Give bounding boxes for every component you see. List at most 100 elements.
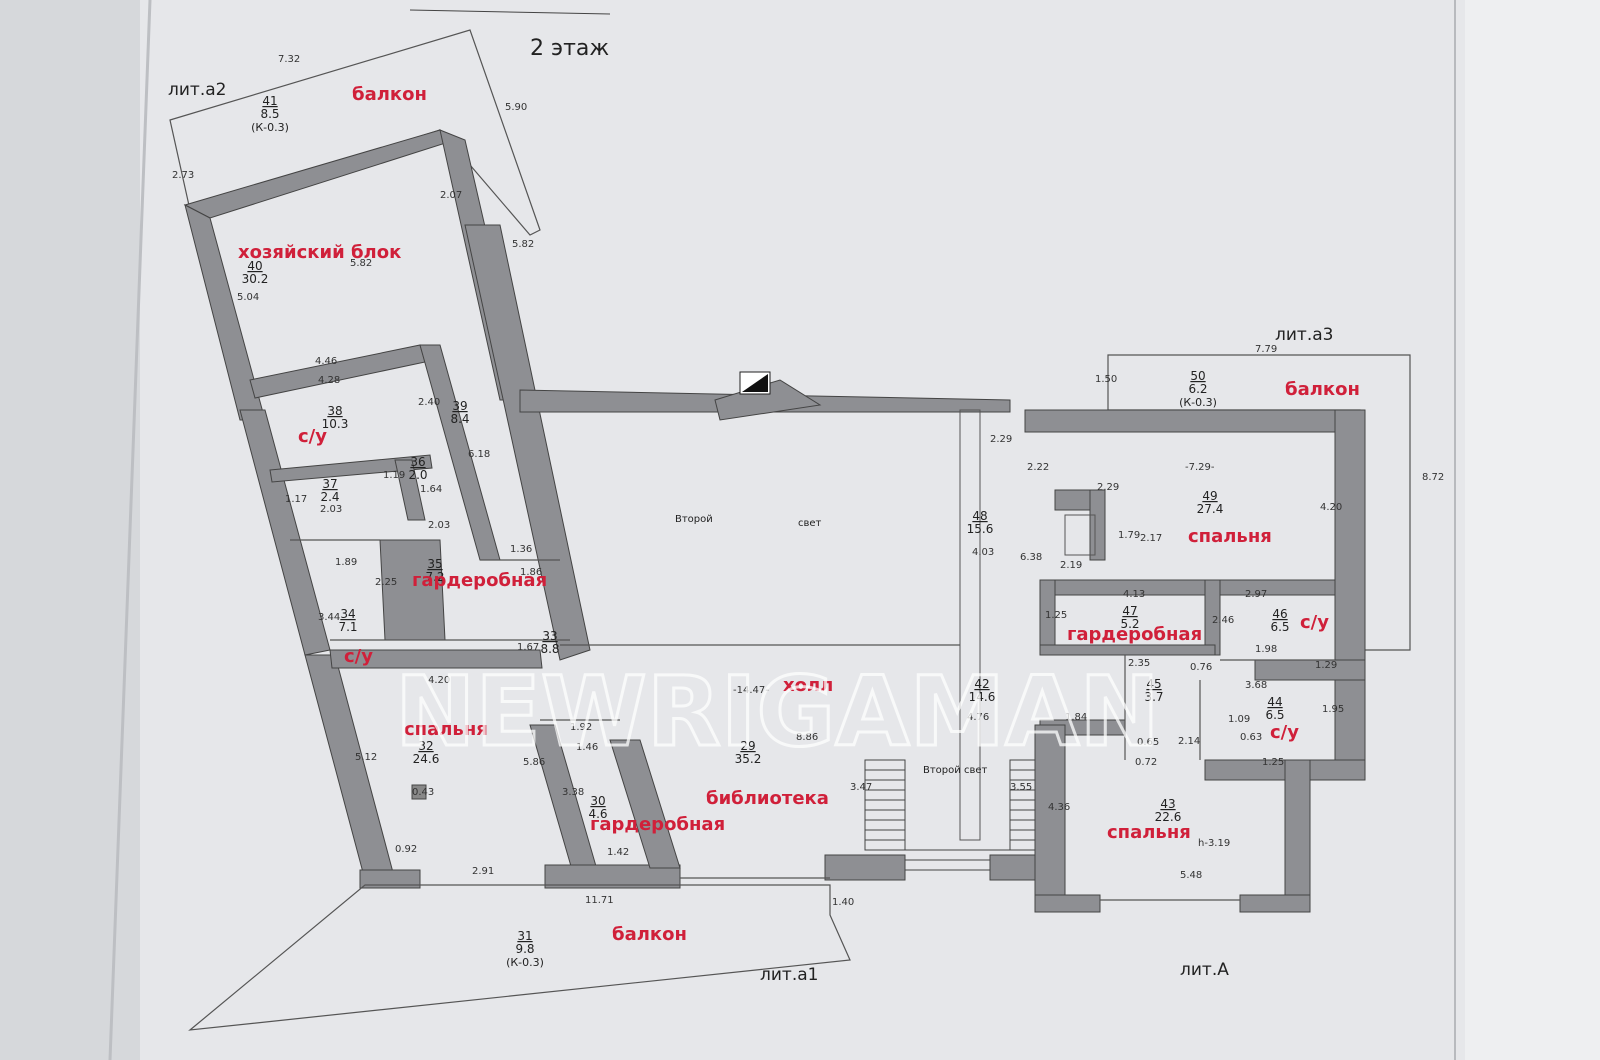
room-area: 22.6: [1155, 810, 1182, 824]
dimension-label: 1.84: [1065, 712, 1087, 723]
room-number: 36: [410, 455, 425, 469]
dimension-label: 7.79: [1255, 344, 1277, 355]
room-area: 6.5: [1265, 708, 1284, 722]
room-area: 6.2: [1188, 382, 1207, 396]
room-coefficient: (К-0.3): [506, 956, 544, 969]
room-area: 2.4: [320, 490, 339, 504]
dimension-label: 5.86: [523, 757, 545, 768]
room-area: 2.0: [408, 468, 427, 482]
room-number: 43: [1160, 797, 1175, 811]
room-number-label: 453.7: [1144, 677, 1163, 704]
watermark: NEWRIGAMAN: [395, 656, 1160, 768]
room-name: спальня: [1107, 822, 1191, 843]
dimension-label: 5.82: [350, 258, 372, 269]
room-area: 35.2: [735, 752, 762, 766]
lit-a1-label: лит.а1: [760, 965, 818, 985]
room-name: балкон: [612, 924, 687, 945]
dimension-label: 1.95: [1322, 704, 1344, 715]
dimension-label: 3.44: [318, 612, 340, 623]
dimension-label: 8.72: [1422, 472, 1444, 483]
dimension-label: 1.92: [570, 722, 592, 733]
room-number-label: 372.4: [320, 477, 339, 504]
room-number: 40: [247, 259, 262, 273]
dimension-label: 5.82: [512, 239, 534, 250]
dimension-label: 0.92: [395, 844, 417, 855]
dimension-label: 4.20: [1320, 502, 1342, 513]
dimension-label: 4.03: [972, 547, 994, 558]
right-wing: [1024, 354, 1411, 913]
room-area: 30.2: [242, 272, 269, 286]
room-number: 38: [327, 404, 342, 418]
room-area: 7.1: [338, 620, 357, 634]
room-name: хозяйский блок: [238, 242, 401, 263]
dimension-label: 1.19: [383, 470, 405, 481]
dimension-label: 2.29: [1097, 482, 1119, 493]
second-light-note: свет: [798, 518, 822, 529]
dimension-label: 2.19: [1060, 560, 1082, 571]
room-number-label: 466.5: [1270, 607, 1289, 634]
lit-a3-label: лит.а3: [1275, 325, 1333, 345]
dimension-label: 5.12: [355, 752, 377, 763]
dimension-label: 2.22: [1027, 462, 1049, 473]
room-name: с/у: [1300, 612, 1329, 633]
second-light-note: Второй: [675, 514, 713, 525]
second-light-note: Второй свет: [923, 765, 987, 776]
dimension-label: 2.46: [1212, 615, 1234, 626]
dimension-label: 1.86: [520, 567, 542, 578]
room-number-label: 475.2: [1120, 604, 1139, 631]
floor-title: 2 этаж: [530, 36, 609, 61]
room-name: гардеробная: [590, 814, 725, 835]
dimension-label: 1.50: [1095, 374, 1117, 385]
room-number: 41: [262, 94, 277, 108]
dimension-label: 3.38: [562, 787, 584, 798]
dimension-label: 6.38: [1020, 552, 1042, 563]
dimension-label: 2.03: [428, 520, 450, 531]
room-area: 27.4: [1197, 502, 1224, 516]
dimension-label: 1.64: [420, 484, 442, 495]
room-name: с/у: [298, 426, 327, 447]
room-number: 37: [322, 477, 337, 491]
room-name: спальня: [404, 719, 488, 740]
dimension-label: 1.25: [1045, 610, 1067, 621]
room-area: 4.6: [588, 807, 607, 821]
dimension-label: 11.71: [585, 895, 614, 906]
dimension-label: 0.76: [1190, 662, 1212, 673]
room-name: холл: [783, 675, 833, 696]
room-area: 5.2: [1120, 617, 1139, 631]
dimension-label: 3.55: [1010, 782, 1032, 793]
room-area: 24.6: [413, 752, 440, 766]
room-number: 34: [340, 607, 355, 621]
dimension-label: 2.35: [1128, 658, 1150, 669]
room-number: 42: [974, 677, 989, 691]
dimension-label: 4.36: [1048, 802, 1070, 813]
dimension-label: 5.04: [237, 292, 259, 303]
room-number: 32: [418, 739, 433, 753]
room-number-label: 319.8(К-0.3): [506, 929, 544, 969]
dimension-label: 2.17: [1140, 533, 1162, 544]
room-area: 8.8: [540, 642, 559, 656]
room-name: балкон: [352, 84, 427, 105]
room-number: 47: [1122, 604, 1137, 618]
room-name: гардеробная: [1067, 624, 1202, 645]
room-number-label: 338.8: [540, 629, 559, 656]
room-area: 14.6: [969, 690, 996, 704]
lit-A-label: лит.А: [1180, 960, 1229, 980]
dimension-label: 5.90: [505, 102, 527, 113]
room-number: 48: [972, 509, 987, 523]
dimension-label: 4.28: [318, 375, 340, 386]
lit-a2-label: лит.а2: [168, 80, 226, 100]
dimension-label: 1.36: [510, 544, 532, 555]
room-number-label: 357.2: [425, 557, 444, 584]
dimension-label: 1.79: [1118, 530, 1140, 541]
dimension-label: 0.63: [1240, 732, 1262, 743]
room-name: библиотека: [706, 788, 829, 809]
room-number-label: 362.0: [408, 455, 427, 482]
room-number: 35: [427, 557, 442, 571]
room-number: 39: [452, 399, 467, 413]
dimension-label: 1.89: [335, 557, 357, 568]
dimension-label: 8.86: [796, 732, 818, 743]
